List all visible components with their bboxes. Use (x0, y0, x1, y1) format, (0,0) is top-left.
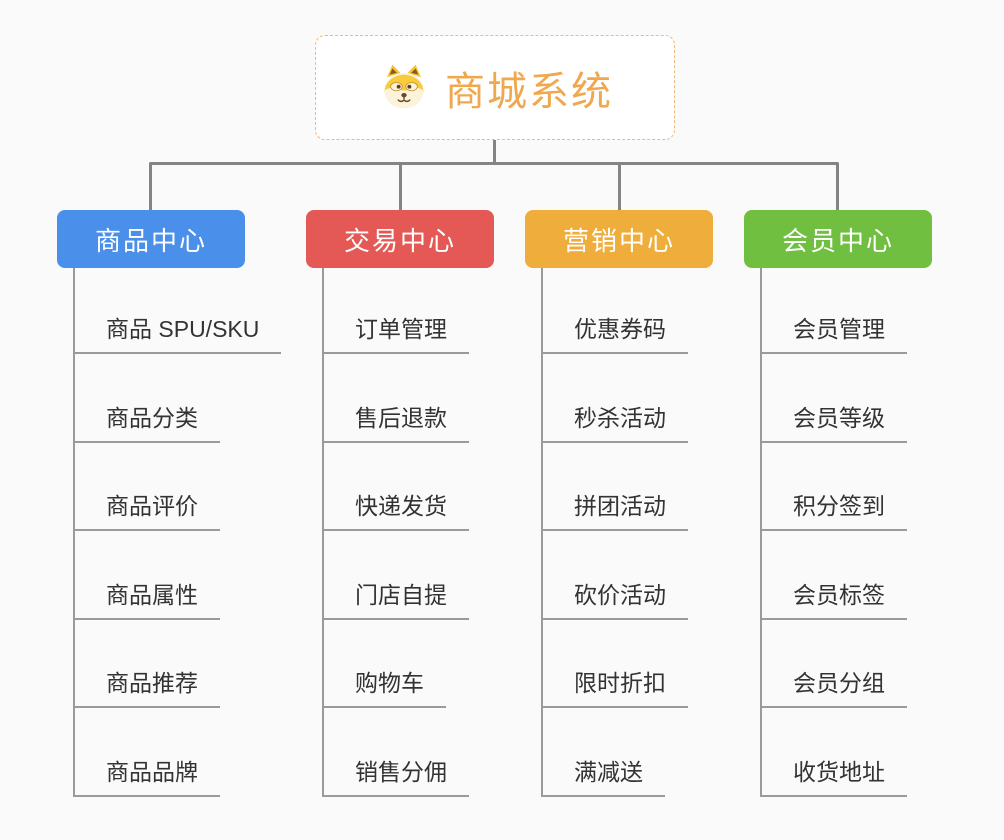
branch-products: 商品中心 商品 SPU/SKU 商品分类 商品评价 商品属性 商品推荐 商品品牌 (57, 210, 282, 797)
list-item: 秒杀活动 (543, 354, 713, 443)
list-item: 满减送 (543, 708, 713, 797)
list-item: 拼团活动 (543, 443, 713, 532)
leaf-aftersale-refund[interactable]: 售后退款 (324, 399, 469, 443)
branch-members: 会员中心 会员管理 会员等级 积分签到 会员标签 会员分组 收货地址 (744, 210, 932, 797)
shiba-dog-icon (384, 64, 424, 109)
leaf-product-category[interactable]: 商品分类 (75, 399, 220, 443)
leaf-member-tag[interactable]: 会员标签 (762, 576, 907, 620)
root-title: 商城系统 (445, 69, 613, 114)
connector-horizontal-bar (149, 162, 839, 165)
branch-members-list: 会员管理 会员等级 积分签到 会员标签 会员分组 收货地址 (760, 268, 932, 797)
leaf-full-reduction[interactable]: 满减送 (543, 753, 665, 797)
connector-drop-marketing (618, 163, 621, 210)
leaf-express-delivery[interactable]: 快递发货 (324, 487, 469, 532)
list-item: 会员分组 (762, 620, 932, 709)
leaf-order-management[interactable]: 订单管理 (324, 310, 469, 354)
leaf-product-brand[interactable]: 商品品牌 (75, 753, 220, 797)
branch-trade-list: 订单管理 售后退款 快递发货 门店自提 购物车 销售分佣 (322, 268, 494, 797)
branch-header-marketing[interactable]: 营销中心 (525, 210, 713, 268)
list-item: 商品属性 (75, 531, 245, 620)
leaf-sales-commission[interactable]: 销售分佣 (324, 753, 469, 797)
branch-header-products[interactable]: 商品中心 (57, 210, 245, 268)
leaf-group-buy[interactable]: 拼团活动 (543, 487, 688, 532)
list-item: 快递发货 (324, 443, 494, 532)
list-item: 优惠券码 (543, 268, 713, 354)
branch-header-members[interactable]: 会员中心 (744, 210, 932, 268)
list-item: 购物车 (324, 620, 494, 709)
list-item: 商品评价 (75, 443, 245, 532)
leaf-product-spu-sku[interactable]: 商品 SPU/SKU (75, 310, 282, 354)
list-item: 会员标签 (762, 531, 932, 620)
list-item: 售后退款 (324, 354, 494, 443)
branch-products-list: 商品 SPU/SKU 商品分类 商品评价 商品属性 商品推荐 商品品牌 (73, 268, 282, 797)
list-item: 销售分佣 (324, 708, 494, 797)
leaf-bargain-activity[interactable]: 砍价活动 (543, 576, 688, 620)
leaf-flash-sale[interactable]: 秒杀活动 (543, 399, 688, 443)
leaf-product-attribute[interactable]: 商品属性 (75, 576, 220, 620)
list-item: 商品 SPU/SKU (75, 268, 282, 354)
list-item: 订单管理 (324, 268, 494, 354)
connector-drop-trade (399, 163, 402, 210)
leaf-coupon-code[interactable]: 优惠券码 (543, 310, 688, 354)
leaf-shopping-cart[interactable]: 购物车 (324, 664, 446, 709)
connector-drop-products (149, 163, 152, 210)
connector-root-stem (493, 140, 496, 165)
list-item: 门店自提 (324, 531, 494, 620)
list-item: 积分签到 (762, 443, 932, 532)
leaf-store-pickup[interactable]: 门店自提 (324, 576, 469, 620)
leaf-points-checkin[interactable]: 积分签到 (762, 487, 907, 532)
branch-marketing-list: 优惠券码 秒杀活动 拼团活动 砍价活动 限时折扣 满减送 (541, 268, 713, 797)
list-item: 限时折扣 (543, 620, 713, 709)
leaf-member-level[interactable]: 会员等级 (762, 399, 907, 443)
list-item: 商品推荐 (75, 620, 245, 709)
list-item: 会员等级 (762, 354, 932, 443)
list-item: 收货地址 (762, 708, 932, 797)
leaf-limited-time-discount[interactable]: 限时折扣 (543, 664, 688, 709)
list-item: 砍价活动 (543, 531, 713, 620)
branch-marketing: 营销中心 优惠券码 秒杀活动 拼团活动 砍价活动 限时折扣 满减送 (525, 210, 713, 797)
branch-header-trade[interactable]: 交易中心 (306, 210, 494, 268)
root-node[interactable]: 商城系统 (315, 35, 675, 140)
leaf-product-review[interactable]: 商品评价 (75, 487, 220, 532)
leaf-shipping-address[interactable]: 收货地址 (762, 753, 907, 797)
leaf-member-group[interactable]: 会员分组 (762, 664, 907, 709)
leaf-product-recommend[interactable]: 商品推荐 (75, 664, 220, 709)
connector-drop-members (836, 163, 839, 210)
leaf-member-management[interactable]: 会员管理 (762, 310, 907, 354)
list-item: 商品品牌 (75, 708, 245, 797)
branch-trade: 交易中心 订单管理 售后退款 快递发货 门店自提 购物车 销售分佣 (306, 210, 494, 797)
list-item: 商品分类 (75, 354, 245, 443)
list-item: 会员管理 (762, 268, 932, 354)
